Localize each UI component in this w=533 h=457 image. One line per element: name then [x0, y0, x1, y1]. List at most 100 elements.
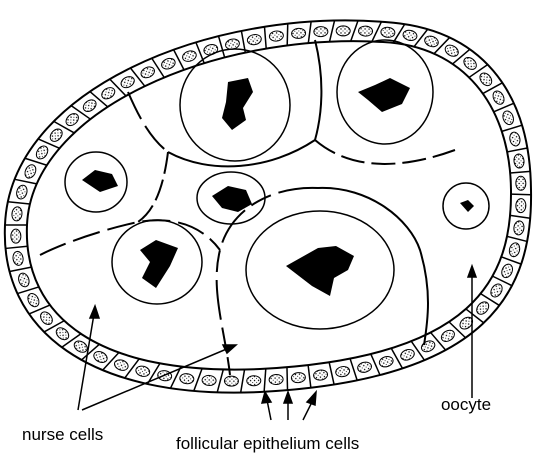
oocyte-arrow: [468, 266, 476, 398]
follicle-cell-wall: [15, 179, 37, 184]
follicle-cell-nucleus: [491, 89, 507, 106]
follicle-cell-nucleus: [508, 131, 521, 147]
follicle-cell-nucleus: [269, 374, 284, 385]
nurse-cell-bottom-left: [112, 220, 202, 304]
follicle-cells-label: follicular epithelium cells: [176, 434, 359, 453]
follicle-cell-nucleus: [34, 144, 50, 161]
follicle-cell-nucleus: [313, 369, 328, 381]
follicle-cell-wall: [329, 362, 334, 384]
follicle-cell-nucleus: [11, 206, 23, 221]
follicle-cell-wall: [264, 369, 266, 392]
follicle-cell-wall: [174, 50, 184, 70]
follicle-cell-nucleus: [92, 349, 109, 364]
follicle-cell-nucleus: [179, 373, 194, 385]
follicle-cell-wall: [287, 367, 288, 390]
follicle-cell-nucleus: [26, 292, 42, 309]
follicle-cell-wall: [10, 267, 32, 271]
follicle-cell-nucleus: [513, 153, 525, 168]
follicle-cell-nucleus: [420, 339, 437, 354]
follicle-cell-nucleus: [23, 163, 38, 180]
follicle-cell-nucleus: [11, 229, 21, 243]
follicle-cell-nucleus: [488, 282, 504, 299]
nurse-cell-middle: [197, 172, 265, 224]
follicle-cell-nucleus: [269, 30, 284, 42]
follicle-cell-nucleus: [478, 71, 495, 88]
follicle-cell-nucleus: [508, 242, 521, 258]
follicle-cell-wall: [308, 22, 311, 44]
follicle-cell-nucleus: [17, 272, 31, 289]
follicle-cell-wall: [507, 236, 527, 241]
follicle-cell-nucleus: [474, 299, 491, 316]
follicle-cell-nucleus: [135, 365, 151, 378]
nurse-cell-top-center: [180, 49, 290, 161]
follicle-cell-nucleus: [64, 111, 81, 128]
follicle-cells-arrows: [262, 392, 316, 420]
follicle-cell-wall: [8, 202, 30, 204]
follicle-cell-wall: [372, 22, 381, 42]
follicle-cell-nucleus: [12, 251, 24, 266]
oocyte-nucleus: [443, 183, 489, 229]
follicle-cell-nucleus: [81, 97, 98, 113]
follicle-cell-wall: [241, 369, 245, 392]
nurse-cell-left: [65, 152, 127, 212]
follicle-cell-nucleus: [119, 74, 136, 89]
follicle-cell-nucleus: [443, 43, 460, 59]
follicle-cell-nucleus: [291, 28, 306, 39]
follicle-cell-nucleus: [291, 372, 306, 383]
follicle-cell-wall: [350, 359, 357, 381]
follicle-cell-nucleus: [357, 361, 373, 374]
follicle-cell-wall: [507, 148, 527, 152]
follicle-cell-nucleus: [181, 49, 197, 63]
follicle-cell-wall: [217, 369, 223, 392]
follicle-cell-wall: [494, 103, 514, 112]
follicle-cell-nucleus: [15, 184, 29, 200]
follicle-cell-nucleus: [380, 27, 395, 38]
follicle-cell-wall: [511, 194, 531, 195]
follicle-cell-nucleus: [160, 57, 177, 71]
follicle-cell-nucleus: [54, 325, 71, 342]
follicle-cell-wall: [501, 257, 521, 264]
follicle-cell-nucleus: [113, 358, 130, 372]
follicle-cell-wall: [308, 365, 311, 388]
follicle-cell-wall: [264, 27, 266, 49]
follicle-cell-wall: [391, 348, 402, 368]
follicle-cell-nucleus: [439, 328, 456, 344]
nurse-cell-top-right: [337, 40, 433, 144]
follicle-cell-wall: [17, 287, 38, 294]
follicle-cell-nucleus: [72, 339, 89, 355]
follicle-cell-wall: [510, 215, 530, 218]
follicle-cell-wall: [351, 21, 358, 42]
follicle-cell-nucleus: [402, 29, 418, 42]
follicle-cell-nucleus: [335, 365, 351, 377]
follicle-cell-wall: [371, 354, 380, 375]
nurse-cell-bottom-center: [246, 211, 394, 329]
follicle-cell-nucleus: [358, 26, 372, 37]
follicle-cell-nucleus: [423, 34, 440, 48]
epithelium-inner-contour: [27, 41, 511, 369]
follicle-cell-nucleus: [500, 262, 515, 279]
nurse-cells-label: nurse cells: [22, 425, 103, 444]
follicle-cell-nucleus: [513, 220, 525, 235]
follicle-cell-nucleus: [48, 127, 65, 144]
follicle-cell-nucleus: [38, 310, 55, 327]
follicle-cell-wall: [502, 125, 522, 131]
follicle-cell-nucleus: [100, 85, 117, 101]
follicle-cell-nucleus: [501, 109, 515, 126]
follicle-cell-nucleus: [139, 65, 156, 80]
follicle-cell-nucleus: [516, 198, 527, 212]
follicle-cell-nucleus: [378, 355, 394, 369]
oocyte-label: oocyte: [441, 395, 491, 414]
follicle-cell-nucleus: [247, 376, 261, 386]
follicle-cell-nucleus: [462, 55, 479, 72]
follicle-cell-nucleus: [336, 26, 350, 36]
follicle-cell-wall: [330, 21, 335, 42]
follicle-cell-wall: [194, 369, 202, 391]
follicle-cell-wall: [510, 171, 530, 173]
follicle-cell-nucleus: [516, 176, 526, 190]
follicle-cell-wall: [287, 24, 288, 46]
follicle-cell-nucleus: [247, 33, 263, 45]
follicle-cell-nucleus: [314, 26, 328, 37]
follicle-cell-wall: [25, 158, 47, 165]
follicle-cell-wall: [6, 246, 28, 248]
